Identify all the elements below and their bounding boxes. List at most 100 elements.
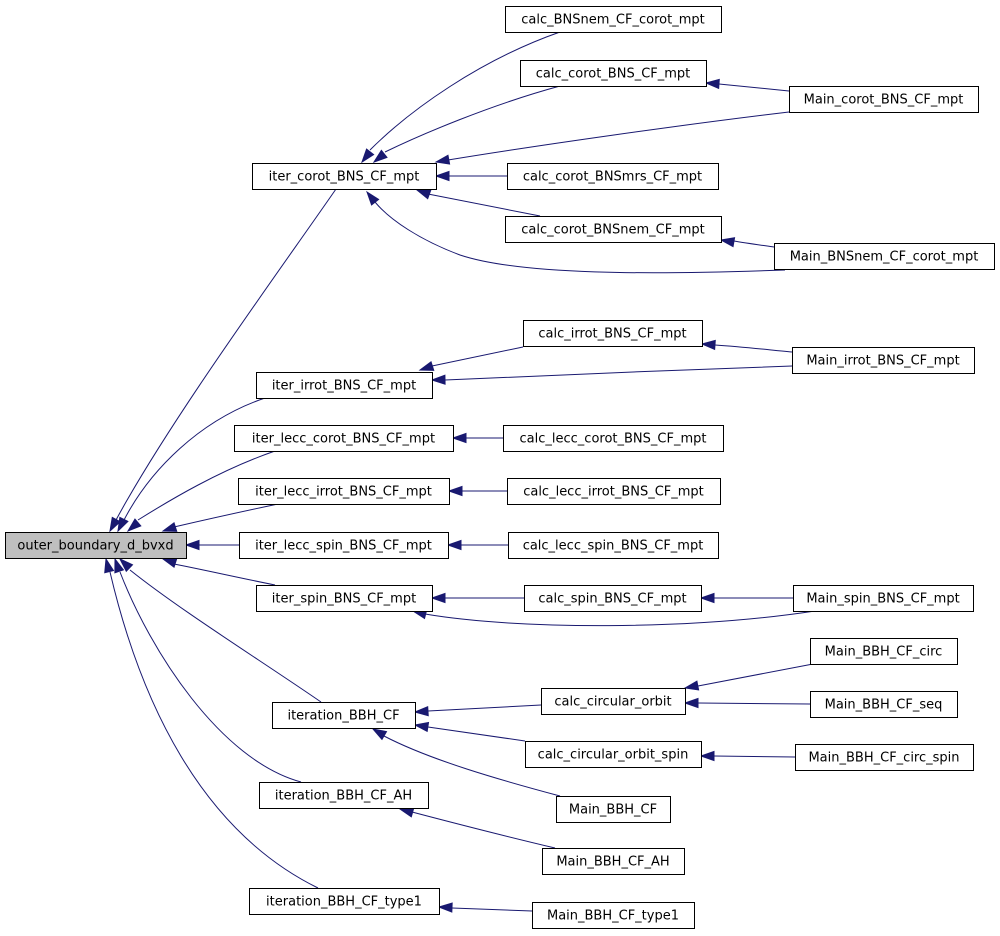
node-label: iter_lecc_spin_BNS_CF_mpt — [255, 539, 432, 554]
edge-line — [714, 344, 793, 353]
edge-Main_BNSnem_CF_corot_mpt-to-iter_corot_BNS_CF_mpt — [366, 190, 786, 274]
node-Main_spin_BNS_CF_mpt[interactable]: Main_spin_BNS_CF_mpt — [793, 585, 974, 612]
node-label: Main_BBH_CF — [569, 803, 657, 818]
edge-line — [129, 569, 322, 703]
arrowhead — [109, 516, 122, 533]
node-label: iteration_BBH_CF — [287, 709, 399, 724]
node-Main_BBH_CF_seq[interactable]: Main_BBH_CF_seq — [810, 691, 958, 718]
node-box — [793, 585, 974, 612]
arrowhead — [104, 557, 115, 574]
node-iter_lecc_corot_BNS_CF_mpt[interactable]: iter_lecc_corot_BNS_CF_mpt — [234, 425, 454, 452]
edge-Main_BBH_CF_AH-to-iteration_BBH_CF_AH — [398, 807, 556, 849]
node-label: iter_lecc_corot_BNS_CF_mpt — [252, 432, 435, 447]
node-Main_BNSnem_CF_corot_mpt[interactable]: Main_BNSnem_CF_corot_mpt — [774, 243, 995, 270]
node-iter_spin_BNS_CF_mpt[interactable]: iter_spin_BNS_CF_mpt — [256, 585, 433, 612]
arrowhead — [683, 697, 699, 709]
node-calc_spin_BNS_CF_mpt[interactable]: calc_spin_BNS_CF_mpt — [524, 585, 702, 612]
node-box — [505, 216, 722, 243]
arrowhead — [371, 728, 388, 741]
edge-calc_lecc_corot_BNS_CF_mpt-to-iter_lecc_corot_BNS_CF_mpt — [451, 432, 503, 444]
node-Main_irrot_BNS_CF_mpt[interactable]: Main_irrot_BNS_CF_mpt — [792, 347, 975, 374]
arrowhead — [372, 149, 388, 163]
edge-iter_corot_BNS_CF_mpt-to-outer_boundary_d_bvxd — [109, 188, 337, 533]
node-label: calc_corot_BNSmrs_CF_mpt — [523, 170, 702, 185]
edge-iteration_BBH_CF_type1-to-outer_boundary_d_bvxd — [104, 557, 319, 889]
arrowhead — [704, 78, 720, 90]
node-iteration_BBH_CF_type1[interactable]: iteration_BBH_CF_type1 — [249, 888, 440, 915]
edge-iter_lecc_spin_BNS_CF_mpt-to-outer_boundary_d_bvxd — [184, 539, 239, 551]
edge-line — [384, 85, 561, 153]
arrowhead — [437, 902, 453, 913]
node-calc_irrot_BNS_CF_mpt[interactable]: calc_irrot_BNS_CF_mpt — [523, 320, 703, 347]
edge-line — [431, 346, 524, 367]
node-box — [789, 86, 979, 113]
node-label: iter_irrot_BNS_CF_mpt — [272, 379, 416, 394]
node-label: calc_circular_orbit_spin — [538, 748, 689, 763]
edge-line — [137, 450, 276, 521]
node-calc_circular_orbit_spin[interactable]: calc_circular_orbit_spin — [525, 741, 702, 768]
arrowhead — [161, 558, 178, 569]
edge-Main_BBH_CF-to-iteration_BBH_CF — [371, 728, 561, 797]
arrowhead — [413, 721, 430, 733]
arrowhead — [699, 592, 715, 604]
arrowhead — [430, 592, 446, 604]
node-label: Main_irrot_BNS_CF_mpt — [806, 354, 959, 369]
arrowhead — [418, 360, 435, 371]
node-label: calc_irrot_BNS_CF_mpt — [538, 327, 686, 342]
node-box — [503, 425, 724, 452]
node-box — [507, 163, 719, 190]
node-calc_corot_BNS_CF_mpt[interactable]: calc_corot_BNS_CF_mpt — [520, 60, 707, 87]
node-iter_lecc_spin_BNS_CF_mpt[interactable]: iter_lecc_spin_BNS_CF_mpt — [239, 532, 449, 559]
node-Main_corot_BNS_CF_mpt[interactable]: Main_corot_BNS_CF_mpt — [789, 86, 979, 113]
node-iter_corot_BNS_CF_mpt[interactable]: iter_corot_BNS_CF_mpt — [252, 163, 437, 190]
edge-Main_irrot_BNS_CF_mpt-to-calc_irrot_BNS_CF_mpt — [700, 339, 793, 353]
node-iteration_BBH_CF[interactable]: iteration_BBH_CF — [272, 702, 416, 729]
node-calc_lecc_irrot_BNS_CF_mpt[interactable]: calc_lecc_irrot_BNS_CF_mpt — [507, 478, 721, 505]
edge-line — [733, 240, 775, 248]
edge-line — [383, 735, 561, 797]
edge-Main_irrot_BNS_CF_mpt-to-iter_irrot_BNS_CF_mpt — [430, 365, 793, 385]
node-box — [238, 478, 450, 505]
node-calc_lecc_corot_BNS_CF_mpt[interactable]: calc_lecc_corot_BNS_CF_mpt — [503, 425, 724, 452]
arrowhead — [446, 539, 462, 551]
node-Main_BBH_CF_circ_spin[interactable]: Main_BBH_CF_circ_spin — [795, 744, 974, 771]
arrowhead — [361, 148, 375, 164]
edge-Main_corot_BNS_CF_mpt-to-iter_corot_BNS_CF_mpt — [434, 111, 790, 165]
node-calc_BNSnem_CF_corot_mpt[interactable]: calc_BNSnem_CF_corot_mpt — [505, 6, 722, 33]
edge-calc_lecc_spin_BNS_CF_mpt-to-iter_lecc_spin_BNS_CF_mpt — [446, 539, 508, 551]
node-box — [505, 6, 722, 33]
edge-Main_BNSnem_CF_corot_mpt-to-calc_corot_BNSnem_CF_mpt — [719, 237, 775, 248]
arrowhead — [447, 485, 463, 497]
node-Main_BBH_CF_type1[interactable]: Main_BBH_CF_type1 — [532, 902, 695, 929]
node-calc_circular_orbit[interactable]: calc_circular_orbit — [541, 688, 686, 715]
node-calc_lecc_spin_BNS_CF_mpt[interactable]: calc_lecc_spin_BNS_CF_mpt — [508, 532, 719, 559]
node-calc_corot_BNSmrs_CF_mpt[interactable]: calc_corot_BNSmrs_CF_mpt — [507, 163, 719, 190]
node-Main_BBH_CF[interactable]: Main_BBH_CF — [556, 796, 671, 823]
edge-line — [713, 755, 796, 758]
node-box — [520, 60, 707, 87]
arrowhead — [161, 521, 178, 532]
node-outer_boundary_d_bvxd[interactable]: outer_boundary_d_bvxd — [5, 532, 187, 559]
node-box — [532, 902, 695, 929]
node-Main_BBH_CF_AH[interactable]: Main_BBH_CF_AH — [542, 848, 685, 875]
node-iteration_BBH_CF_AH[interactable]: iteration_BBH_CF_AH — [259, 782, 429, 809]
node-label: calc_BNSnem_CF_corot_mpt — [521, 13, 704, 28]
edge-calc_lecc_irrot_BNS_CF_mpt-to-iter_lecc_irrot_BNS_CF_mpt — [447, 485, 507, 497]
node-Main_BBH_CF_circ[interactable]: Main_BBH_CF_circ — [810, 638, 958, 665]
edge-Main_corot_BNS_CF_mpt-to-calc_corot_BNS_CF_mpt — [704, 78, 790, 92]
edge-line — [697, 663, 814, 687]
node-box — [810, 691, 958, 718]
edge-calc_circular_orbit_spin-to-iteration_BBH_CF — [413, 721, 526, 742]
node-iter_irrot_BNS_CF_mpt[interactable]: iter_irrot_BNS_CF_mpt — [256, 372, 433, 399]
node-calc_corot_BNSnem_CF_mpt[interactable]: calc_corot_BNSnem_CF_mpt — [505, 216, 722, 243]
node-iter_lecc_irrot_BNS_CF_mpt[interactable]: iter_lecc_irrot_BNS_CF_mpt — [238, 478, 450, 505]
node-box — [556, 796, 671, 823]
arrowhead — [700, 339, 716, 351]
arrowhead — [114, 557, 125, 574]
arrowhead — [126, 518, 142, 532]
edge-line — [119, 571, 302, 783]
node-box — [795, 744, 974, 771]
node-box — [234, 425, 454, 452]
arrowhead — [699, 750, 715, 762]
node-box — [774, 243, 995, 270]
